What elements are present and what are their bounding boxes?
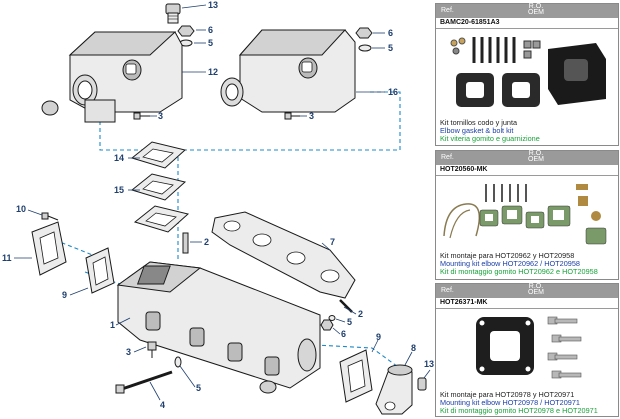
- exhaust-manifold-1: [116, 261, 321, 389]
- washer-5-right: [358, 44, 372, 52]
- callout-15: 15: [114, 185, 124, 195]
- stud-2-lower: [339, 299, 353, 313]
- exploded-parts-diagram: 13 6 5 12 6 5 16 3 3 14 15 2 7 10 11 9 1…: [2, 0, 434, 415]
- callout-3-lower: 3: [126, 347, 131, 357]
- kit-image-bolt-gasket: [436, 29, 618, 119]
- callout-9-right: 9: [376, 332, 381, 342]
- long-bolt-4: [115, 370, 173, 394]
- exhaust-elbow-12: [68, 31, 183, 123]
- kit-panel-elbow-gasket-bolt: Ref. R.O. OEM BAMC20-61851A3: [435, 3, 619, 146]
- desc-es: Kit montaje para HOT20962 y HOT20958: [440, 251, 575, 260]
- plug-left-elbow: [41, 100, 59, 116]
- nut-6-lower: [320, 319, 334, 331]
- oem-top: R.O.: [528, 283, 544, 290]
- part-code: HOT20560-MK: [436, 164, 618, 176]
- callout-11: 11: [2, 253, 12, 263]
- callout-9-left: 9: [62, 290, 67, 300]
- oem-label: R.O. OEM: [528, 283, 544, 296]
- desc-es: Kit tornillos codo y junta: [440, 118, 518, 127]
- gasket-9-left: [85, 247, 115, 294]
- plug-13-bottom: [417, 377, 427, 391]
- gasket-9-right: [339, 349, 373, 403]
- desc-en: Mounting kit elbow HOT20962 / HOT20958: [440, 259, 580, 268]
- oem-bottom: OEM: [528, 289, 544, 296]
- screw-10: [41, 212, 59, 221]
- screw-3-lower: [147, 341, 157, 358]
- oem-bottom: OEM: [528, 9, 544, 16]
- manifold-gasket-7: [211, 211, 356, 299]
- panel-header: Ref. R.O. OEM: [436, 283, 618, 297]
- ref-label: Ref.: [441, 154, 454, 161]
- callout-7: 7: [330, 237, 335, 247]
- callout-12: 12: [208, 67, 218, 77]
- callout-8: 8: [411, 343, 416, 353]
- assembly-line-right: [314, 344, 406, 373]
- screw-3-right: [284, 112, 300, 120]
- callout-14: 14: [114, 153, 124, 163]
- plug-13-top: [165, 3, 181, 24]
- desc-en: Elbow gasket & bolt kit: [440, 126, 514, 135]
- callout-6-lower: 6: [341, 329, 346, 339]
- nut-6-left: [177, 25, 195, 37]
- callout-6-right: 6: [388, 28, 393, 38]
- desc-it: Kit viteria gomito e guarnizione: [440, 134, 540, 143]
- gasket-14: [130, 141, 187, 169]
- kit-image-mounting: [436, 176, 618, 252]
- callout-2-lower: 2: [358, 309, 363, 319]
- oem-label: R.O. OEM: [528, 3, 544, 16]
- stud-2-upper: [182, 232, 189, 254]
- exhaust-elbow-16: [220, 29, 356, 113]
- plug-manifold-bottom: [259, 380, 277, 394]
- panel-header: Ref. R.O. OEM: [436, 150, 618, 164]
- kit-image-gasket-bolts: [436, 309, 618, 391]
- end-cover-11: [31, 221, 67, 276]
- callout-10: 10: [16, 204, 26, 214]
- part-code: HOT26371-MK: [436, 297, 618, 309]
- panel-header: Ref. R.O. OEM: [436, 3, 618, 17]
- screw-3-left: [133, 112, 150, 120]
- desc-it: Kit di montaggio gomito HOT20978 e HOT20…: [440, 406, 598, 415]
- callout-3-left: 3: [158, 111, 163, 121]
- part-code: BAMC20-61851A3: [436, 17, 618, 29]
- callout-5-lower: 5: [347, 317, 352, 327]
- desc-en: Mounting kit elbow HOT20978 / HOT20971: [440, 398, 580, 407]
- callout-6-left: 6: [208, 25, 213, 35]
- outlet-fitting-8: [375, 364, 413, 415]
- oem-bottom: OEM: [528, 156, 544, 163]
- ref-label: Ref.: [441, 287, 454, 294]
- callout-13-bottom: 13: [424, 359, 434, 369]
- callout-5-right: 5: [388, 43, 393, 53]
- gasket-lower: [133, 205, 190, 233]
- callout-13-top: 13: [208, 0, 218, 10]
- washer-5-bottom: [174, 356, 182, 368]
- oem-top: R.O.: [528, 3, 544, 10]
- callout-2-upper: 2: [204, 237, 209, 247]
- callout-5-bottom: 5: [196, 383, 201, 393]
- callout-4: 4: [160, 400, 165, 410]
- callout-3-right: 3: [309, 111, 314, 121]
- callout-16: 16: [388, 87, 398, 97]
- callout-1: 1: [110, 320, 115, 330]
- washer-5-lower: [328, 315, 336, 321]
- ref-label: Ref.: [441, 7, 454, 14]
- kit-panel-mounting-20978: Ref. R.O. OEM HOT26371-MK K: [435, 283, 619, 417]
- nut-6-right: [355, 27, 373, 39]
- desc-es: Kit montaje para HOT20978 y HOT20971: [440, 390, 575, 399]
- desc-it: Kit di montaggio gomito HOT20962 e HOT20…: [440, 267, 598, 276]
- oem-top: R.O.: [528, 150, 544, 157]
- oem-label: R.O. OEM: [528, 150, 544, 163]
- kit-panel-mounting-20962: Ref. R.O. OEM HOT20560-MK: [435, 150, 619, 280]
- spacer-15: [130, 173, 187, 201]
- callout-5-left: 5: [208, 38, 213, 48]
